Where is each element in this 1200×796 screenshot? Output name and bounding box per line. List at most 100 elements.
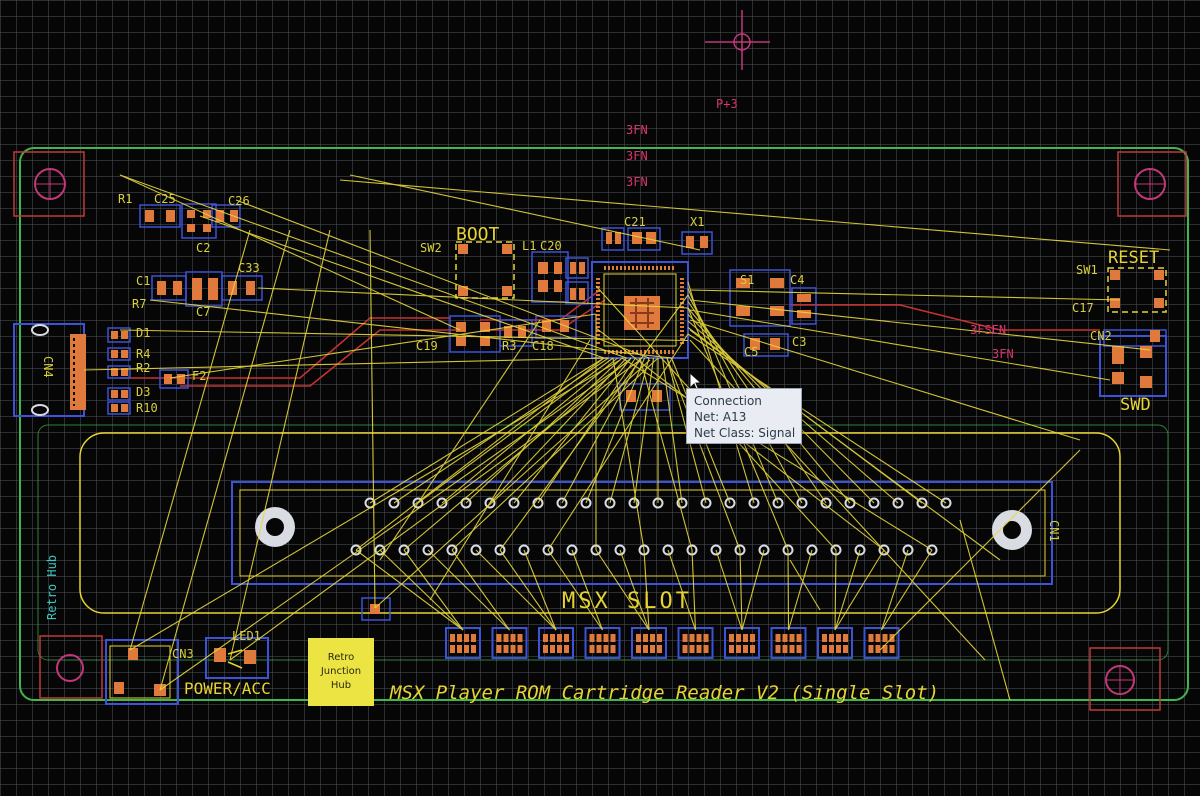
sw1-label: SW1 [1076, 263, 1098, 277]
slot-pin [844, 497, 856, 509]
ref-c2: C2 [196, 241, 210, 255]
boot-switch[interactable] [455, 241, 515, 299]
resistor-network-pad [782, 634, 788, 642]
resistor-network-pad [875, 645, 881, 653]
resistor-network-pad [603, 634, 609, 642]
ratsnest-line [403, 549, 464, 631]
slot-pin [892, 497, 904, 509]
resistor-network-pad [868, 645, 874, 653]
boot-label: BOOT [456, 224, 500, 245]
resistor-network-pad [729, 634, 734, 642]
resistor-network-pad [703, 634, 709, 642]
slot-pin [868, 497, 880, 509]
resistor-network-pad [517, 634, 523, 642]
resistor-network-pad [882, 634, 888, 642]
ratsnest-line [687, 333, 947, 504]
resistor-network-pad [510, 645, 516, 653]
resistor-network-pad [503, 645, 509, 653]
swd-connector[interactable] [1099, 329, 1167, 397]
resistor-network-pad [796, 645, 802, 653]
slot-pin [820, 497, 832, 509]
slot-pin [724, 497, 736, 509]
resistor-network-pad [750, 645, 755, 653]
resistor-network-pad [471, 634, 476, 642]
ratsnest-line [689, 299, 1151, 351]
resistor-network-pad [603, 645, 609, 653]
msx-slot-connector[interactable] [79, 432, 1121, 614]
ratsnest-line [547, 549, 603, 631]
resistor-network-pad [657, 645, 662, 653]
slot-pin [508, 497, 520, 509]
slot-pin [518, 544, 530, 556]
resistor-network-pad [564, 645, 569, 653]
ref-c33: C33 [238, 261, 260, 275]
board-outline [19, 147, 1189, 701]
slot-pin [772, 497, 784, 509]
slot-pin [470, 544, 482, 556]
ratsnest-line [879, 449, 1081, 651]
resistor-network-pad [743, 634, 748, 642]
resistor-network-pad [496, 645, 502, 653]
slot-pin [436, 497, 448, 509]
ref-r10: R10 [136, 401, 158, 415]
ratsnest-line [159, 359, 631, 691]
ref-d3: D3 [136, 385, 150, 399]
ratsnest-line [379, 549, 464, 631]
ratsnest-line [129, 359, 621, 651]
ref-c1: C1 [136, 274, 150, 288]
ref-c26: C26 [228, 194, 250, 208]
ref-c4: C4 [790, 273, 804, 287]
ratsnest-line [639, 357, 693, 551]
ratsnest-line [787, 549, 790, 631]
ratsnest-line [235, 199, 650, 359]
resistor-network-pad [829, 634, 834, 642]
ratsnest-line [257, 287, 689, 309]
slot-pin [580, 497, 592, 509]
resistor-network-pad [703, 645, 709, 653]
ratsnest-line [689, 319, 1081, 441]
ratsnest-line [741, 549, 765, 631]
slot-pin [412, 497, 424, 509]
ref-c19: C19 [416, 339, 438, 353]
resistor-network-pad [464, 634, 469, 642]
resistor-network-pad [589, 634, 595, 642]
resistor-network-pad [457, 645, 462, 653]
ratsnest-line [429, 339, 591, 601]
resistor-network-pad [543, 645, 548, 653]
ratsnest-line [451, 549, 510, 631]
ratsnest-line [369, 229, 376, 609]
slot-pin [854, 544, 866, 556]
ratsnest-line [595, 549, 650, 631]
tooltip-net-class: Net Class: Signal [694, 426, 796, 440]
resistor-network-pad [636, 634, 641, 642]
resistor-network-pad [689, 645, 695, 653]
ratsnest-line [666, 357, 741, 551]
cn2-label: CN2 [1090, 329, 1112, 343]
resistor-network-pad [822, 634, 827, 642]
ratsnest-line [369, 357, 605, 504]
ratsnest-line [403, 357, 632, 551]
resistor-network-pad [543, 634, 548, 642]
resistor-network-pad [868, 634, 874, 642]
connector-cn3[interactable] [105, 639, 179, 705]
ratsnest-line [834, 549, 837, 631]
ratsnest-line [523, 549, 557, 631]
resistor-network-pad [775, 634, 781, 642]
ratsnest-line [571, 549, 604, 631]
sw2-label: SW2 [420, 241, 442, 255]
resistor-network-pad [796, 634, 802, 642]
board-title: MSX Player ROM Cartridge Reader V2 (Sing… [389, 682, 939, 704]
ref-r1: R1 [118, 192, 132, 206]
resistor-network-pad [875, 634, 881, 642]
board-inner-outline [37, 424, 1169, 661]
reset-switch[interactable] [1107, 267, 1167, 313]
ratsnest-line [739, 549, 743, 631]
ref-r7: R7 [132, 297, 146, 311]
ratsnest-line [349, 174, 701, 251]
ratsnest-lines [83, 174, 1171, 701]
retro-hub-logo: Retro Junction Hub [308, 638, 374, 706]
ref-l1: L1 [522, 239, 536, 253]
ref-r4: R4 [136, 347, 150, 361]
